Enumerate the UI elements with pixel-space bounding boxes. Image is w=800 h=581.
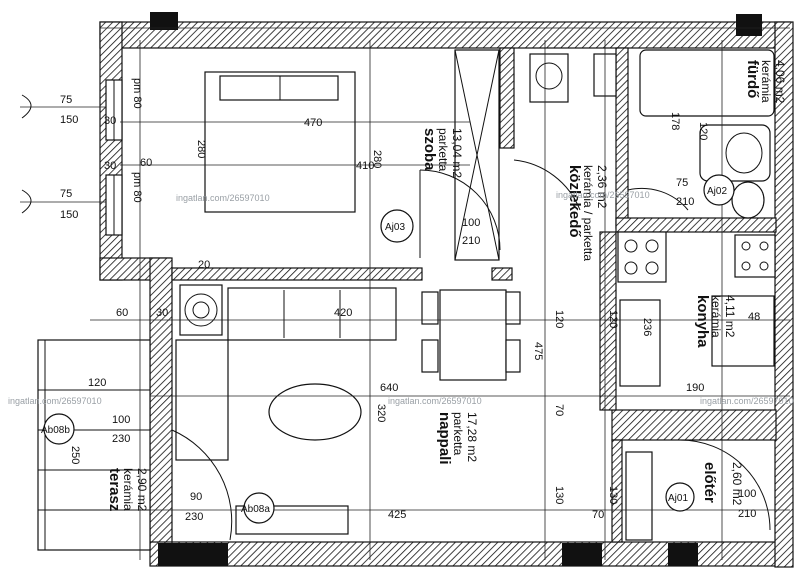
window-1-height: 150: [60, 114, 78, 126]
room-floor-terasz: kerámia: [121, 468, 135, 511]
watermark-4: ingatlan.com/26597010: [700, 396, 794, 406]
window-1-sill: pm 80: [131, 78, 143, 109]
window-2-sill: pm 80: [131, 172, 143, 203]
sofa: [227, 287, 397, 341]
dim-320: 320: [375, 404, 387, 422]
room-floor-kozlekedo: kerámia / parketta: [581, 165, 595, 261]
dim-60-a: 60: [140, 157, 152, 169]
window-labels: 75 150 pm 80 75 150 pm 80: [60, 78, 143, 221]
window-1-width: 75: [60, 94, 72, 106]
dim-30-a: 30: [104, 115, 116, 127]
door-aj01-tag: Aj01: [668, 493, 688, 504]
dim-280-a: 280: [195, 140, 207, 158]
door-aj03-width: 100: [462, 217, 480, 229]
dim-20: 20: [198, 259, 210, 271]
dim-130-a: 130: [553, 486, 565, 504]
room-floor-furdo: kerámia: [759, 60, 773, 103]
room-floor-nappali: parketta: [451, 412, 465, 456]
door-aj02-height: 210: [676, 196, 694, 208]
door-ab08a-width: 90: [190, 491, 202, 503]
window-2-height: 150: [60, 209, 78, 221]
corridor: [513, 159, 581, 211]
dim-250: 250: [69, 446, 81, 464]
dim-425: 425: [388, 509, 406, 521]
watermark-2: ingatlan.com/26597010: [8, 396, 102, 406]
door-ab08a-tag: Ab08a: [241, 504, 270, 515]
dining-table: [439, 289, 507, 381]
dim-30-c: 30: [156, 307, 168, 319]
room-floor-szoba: parketta: [436, 128, 450, 172]
dim-470: 470: [304, 117, 322, 129]
room-name-kozlekedo: közlekedő: [566, 165, 583, 238]
room-name-konyha: konyha: [694, 295, 711, 348]
door-ab08b-tag: Ab08b: [41, 425, 70, 436]
room-labels: szoba parketta 13,04 m2 fürdő kerámia 4,…: [106, 60, 787, 512]
dim-60-b: 60: [116, 307, 128, 319]
bedroom: [204, 49, 501, 261]
room-area-konyha: 4,11 m2: [723, 295, 737, 338]
door-aj02-width: 75: [676, 177, 688, 189]
room-area-terasz: 2,90 m2: [135, 468, 149, 512]
door-aj03-tag: Aj03: [385, 222, 405, 233]
dim-420: 420: [334, 307, 352, 319]
door-tags: Aj03 100 210 Aj02 75 210 Aj01 100 210 Ab…: [41, 174, 756, 524]
windows: [20, 79, 123, 236]
dim-30-b: 30: [104, 160, 116, 172]
dim-280-b: 280: [371, 150, 383, 168]
room-name-terasz: terasz: [106, 468, 123, 511]
watermark-1: ingatlan.com/26597010: [176, 193, 270, 203]
room-area-eloter: 2,60 m2: [730, 462, 744, 506]
dim-178: 178: [669, 112, 681, 130]
room-name-furdo: fürdő: [744, 60, 761, 98]
room-name-szoba: szoba: [421, 128, 438, 171]
dim-410: 410: [356, 160, 374, 172]
dim-70-a: 70: [553, 404, 565, 416]
entry: [625, 439, 771, 541]
door-ab08a-height: 230: [185, 511, 203, 523]
door-aj01-height: 210: [738, 508, 756, 520]
dim-236: 236: [641, 318, 653, 336]
dim-640: 640: [380, 382, 398, 394]
terrace: [37, 339, 151, 551]
room-name-nappali: nappali: [436, 412, 453, 465]
room-area-kozlekedo: 2,36 m2: [595, 165, 609, 209]
kitchen-counter: [617, 231, 667, 283]
dim-130-b: 130: [607, 486, 619, 504]
room-floor-konyha: kerámia: [709, 295, 723, 338]
dimension-labels: 470 410 280 280 30 30 30 60 60 420 640 3…: [69, 112, 760, 521]
door-ab08b-width: 100: [112, 414, 130, 426]
room-area-furdo: 4,06 m2: [773, 60, 787, 104]
watermark-3: ingatlan.com/26597010: [388, 396, 482, 406]
room-area-nappali: 17,28 m2: [465, 412, 479, 462]
dim-190: 190: [686, 382, 704, 394]
window-2-width: 75: [60, 188, 72, 200]
room-area-szoba: 13,04 m2: [450, 128, 464, 178]
bathtub: [639, 49, 775, 117]
dim-120-d: 120: [697, 122, 709, 140]
dim-120-a: 120: [88, 377, 106, 389]
dim-120-c: 120: [607, 310, 619, 328]
dim-48: 48: [748, 311, 760, 323]
dim-120-b: 120: [553, 310, 565, 328]
door-aj02-tag: Aj02: [707, 186, 727, 197]
dim-475: 475: [532, 342, 544, 360]
bathroom: [529, 49, 775, 219]
dim-70-b: 70: [592, 509, 604, 521]
room-name-eloter: előtér: [701, 462, 718, 503]
watermarks: ingatlan.com/26597010 ingatlan.com/26597…: [8, 190, 794, 406]
door-aj01-width: 100: [738, 488, 756, 500]
coffee-table: [268, 383, 362, 441]
watermark-5: ingatlan.com/26597010: [556, 190, 650, 200]
door-ab08b-height: 230: [112, 433, 130, 445]
door-aj03-height: 210: [462, 235, 480, 247]
